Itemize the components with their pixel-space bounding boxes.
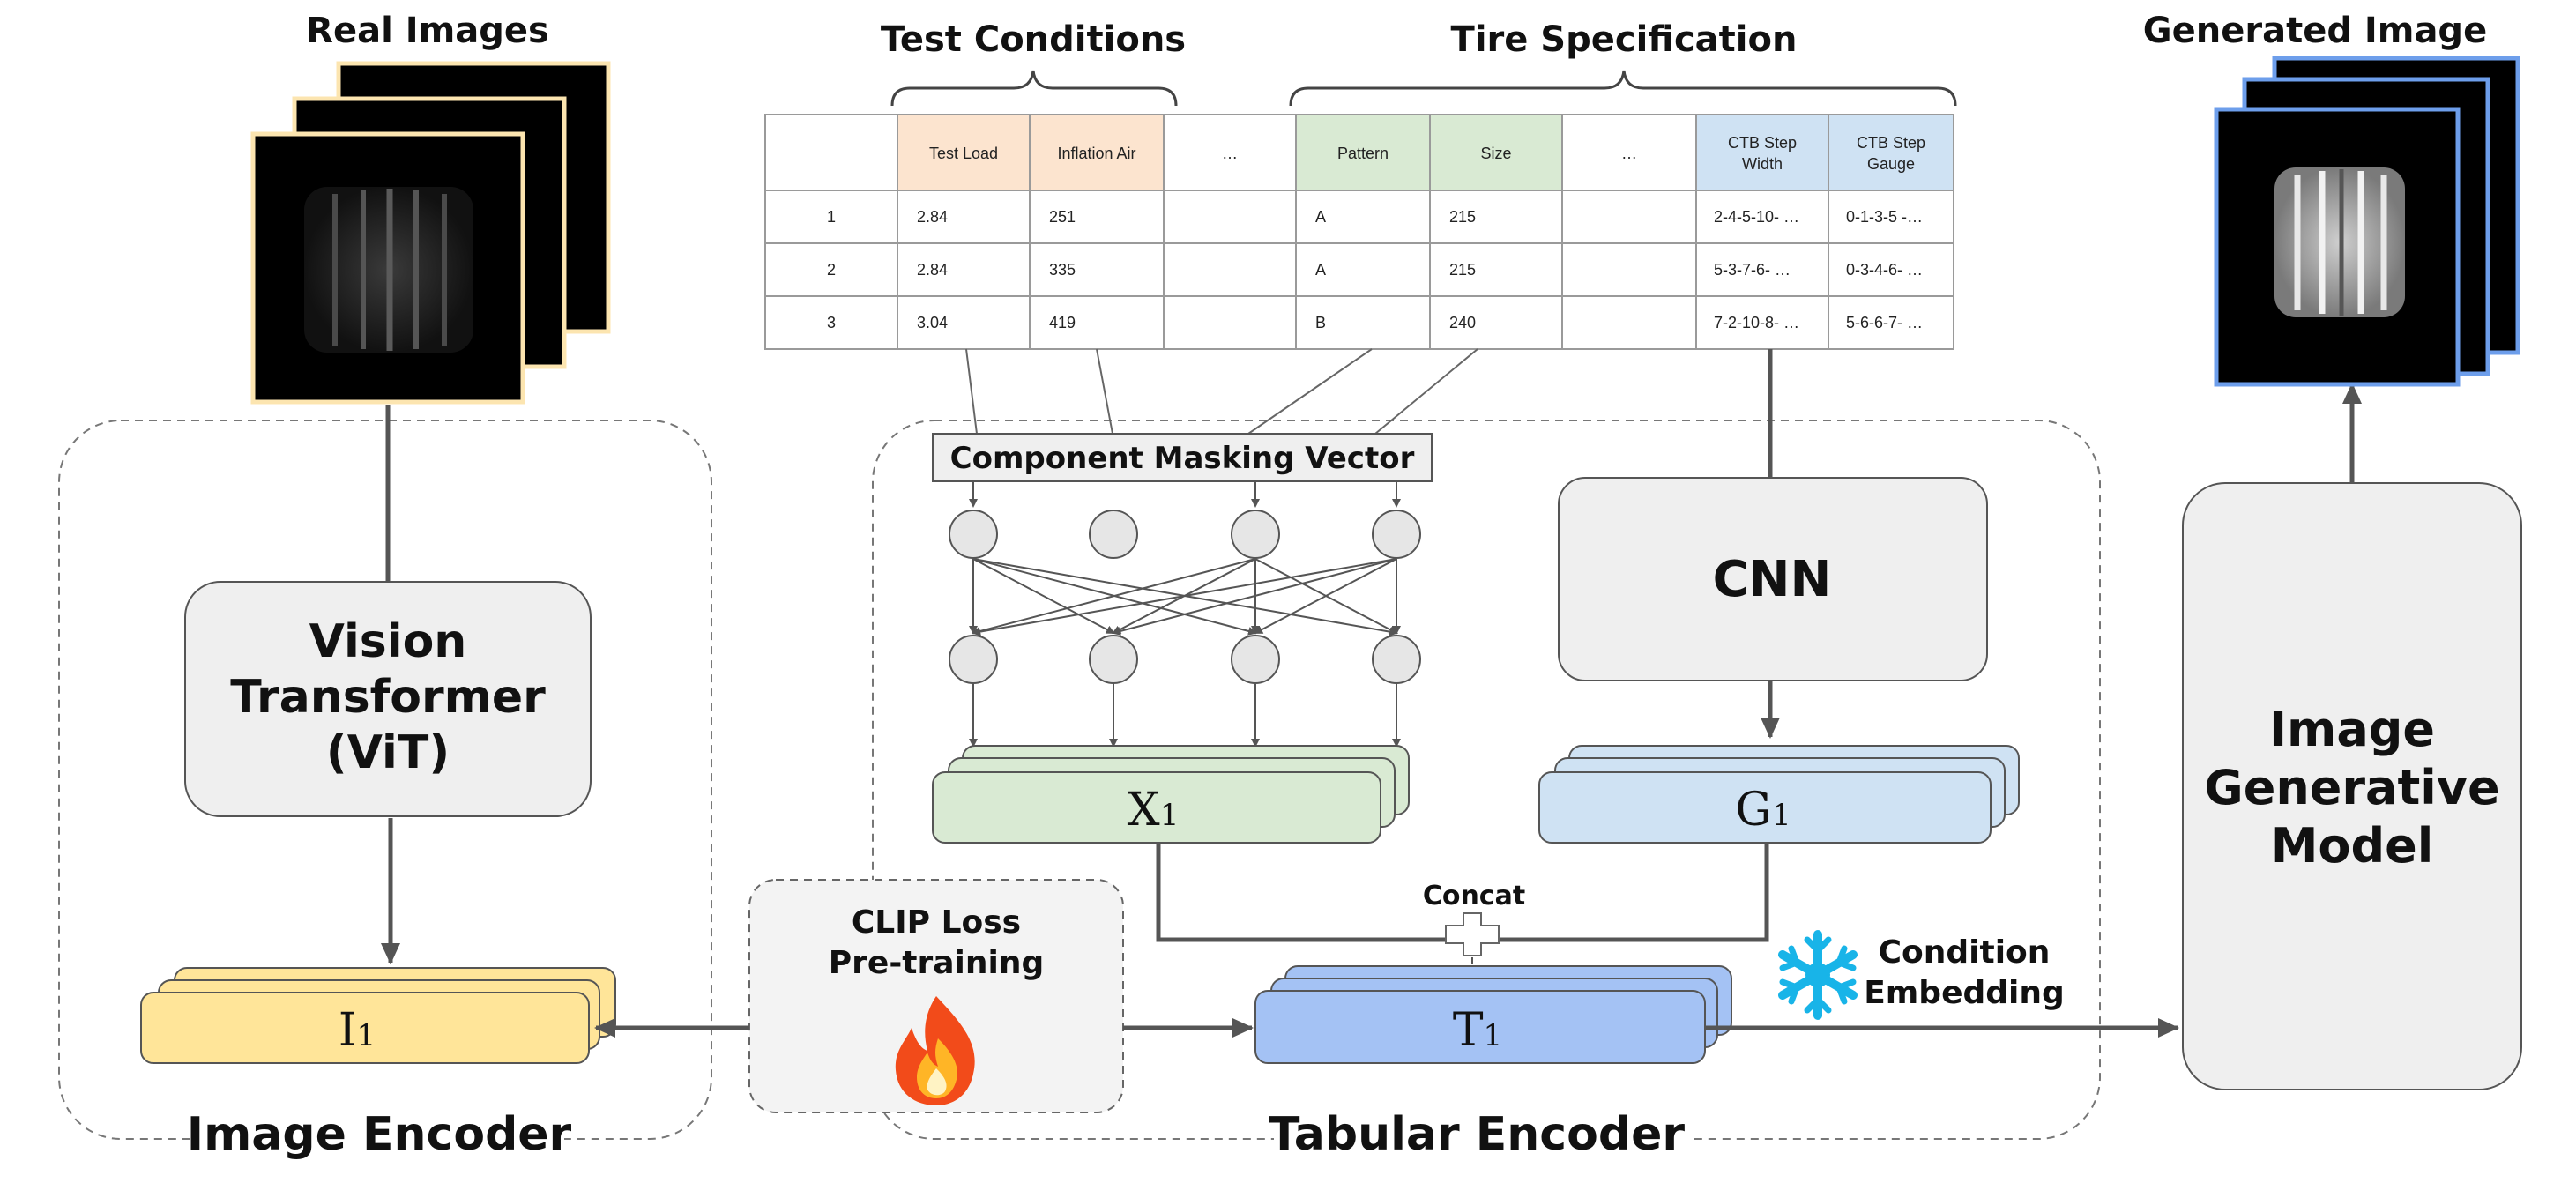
cnn-block [1558, 477, 1988, 681]
image-encoder-label: Image Encoder [187, 1108, 572, 1161]
t1-label: T [1453, 1004, 1484, 1057]
real-images-title: Real Images [306, 11, 549, 51]
tire-data-table: Test Load Inflation Air … Pattern Size …… [764, 114, 1954, 350]
svg-text:X1: X1 [1128, 784, 1180, 837]
header-ctb-width-1: CTB Step [1728, 134, 1797, 152]
i1-subscript: 1 [356, 1018, 376, 1053]
tabular-encoder-label: Tabular Encoder [1269, 1108, 1685, 1161]
neuron-in-1 [949, 510, 998, 559]
test-conditions-brace [890, 70, 1178, 107]
condition-label-line1: Condition [1879, 934, 2051, 971]
vit-label-line3: (ViT) [326, 726, 450, 779]
row3-size: 240 [1449, 314, 1476, 331]
t1-subscript: 1 [1484, 1018, 1503, 1053]
row3-ctb-width: 7-2-10-8- … [1714, 314, 1799, 331]
vit-label-line1: Vision [309, 615, 467, 668]
neuron-out-2 [1089, 635, 1138, 684]
real-images-stack [250, 61, 611, 405]
tire-spec-brace [1289, 70, 1957, 107]
header-size: Size [1480, 145, 1511, 162]
neuron-in-2 [1089, 510, 1138, 559]
component-masking-vector [932, 433, 1433, 482]
g1-subscript: 1 [1772, 798, 1791, 833]
generative-label-line2: Generative [2204, 760, 2499, 815]
row2-index: 2 [827, 261, 836, 279]
svg-text:I1: I1 [339, 1004, 376, 1057]
row1-size: 215 [1449, 208, 1476, 226]
row2-size: 215 [1449, 261, 1476, 279]
generated-image-title: Generated Image [2143, 11, 2487, 51]
condition-label-line2: Embedding [1864, 975, 2065, 1011]
clip-label-line1: CLIP Loss [852, 904, 1021, 941]
row3-test-load: 3.04 [917, 314, 948, 331]
g1-embedding-stack: G1 [1538, 745, 2020, 844]
row1-ctb-width: 2-4-5-10- … [1714, 208, 1799, 226]
neuron-in-4 [1372, 510, 1421, 559]
header-ellipsis-2: … [1621, 145, 1637, 162]
row2-test-load: 2.84 [917, 261, 948, 279]
tire-image-icon [304, 187, 473, 353]
svg-text:G1: G1 [1735, 784, 1791, 837]
cnn-label: CNN [1713, 551, 1832, 608]
test-conditions-title: Test Conditions [881, 19, 1186, 60]
row2-ctb-gauge: 0-3-4-6- … [1846, 261, 1923, 279]
i1-embedding-stack: I1 [140, 967, 616, 1064]
header-ctb-gauge-1: CTB Step [1857, 134, 1925, 152]
g1-label: G [1735, 784, 1772, 837]
row2-inflation: 335 [1049, 261, 1076, 279]
header-ctb-gauge-2: Gauge [1867, 155, 1915, 173]
vit-block [184, 581, 592, 817]
header-inflation-air: Inflation Air [1057, 145, 1135, 162]
row1-ctb-gauge: 0-1-3-5 -… [1846, 208, 1923, 226]
x1-embedding-stack: X1 [932, 745, 1410, 844]
clip-label-line2: Pre-training [829, 945, 1044, 981]
header-ellipsis-1: … [1222, 145, 1238, 162]
neuron-in-3 [1231, 510, 1280, 559]
vit-label-line2: Transformer [230, 671, 546, 724]
row3-ctb-gauge: 5-6-6-7- … [1846, 314, 1923, 331]
header-test-load: Test Load [929, 145, 998, 162]
row3-index: 3 [827, 314, 836, 331]
masking-vector-label: Component Masking Vector [950, 441, 1415, 476]
svg-text:T1: T1 [1453, 1004, 1502, 1057]
row1-pattern: A [1315, 208, 1326, 226]
generated-tire-icon [2274, 167, 2405, 317]
t1-embedding-stack: T1 [1254, 965, 1732, 1064]
row2-pattern: A [1315, 261, 1326, 279]
neuron-out-4 [1372, 635, 1421, 684]
fire-icon [895, 996, 975, 1105]
row3-pattern: B [1315, 314, 1326, 331]
generative-label-line3: Model [2271, 818, 2434, 874]
i1-label: I [339, 1004, 357, 1057]
masking-network [969, 558, 1401, 748]
row1-inflation: 251 [1049, 208, 1076, 226]
concat-label: Concat [1423, 881, 1525, 911]
generative-label-line1: Image [2269, 702, 2435, 757]
row1-test-load: 2.84 [917, 208, 948, 226]
x1-label: X [1128, 784, 1160, 837]
neuron-out-1 [949, 635, 998, 684]
generated-images-stack [2214, 56, 2520, 387]
row2-ctb-width: 5-3-7-6- … [1714, 261, 1791, 279]
x1-subscript: 1 [1160, 798, 1180, 833]
header-pattern: Pattern [1337, 145, 1389, 162]
row1-index: 1 [827, 208, 836, 226]
tire-specification-title: Tire Specification [1451, 19, 1798, 60]
header-ctb-width-2: Width [1742, 155, 1783, 173]
snowflake-icon [1778, 930, 1858, 1020]
plus-icon [1445, 912, 1500, 956]
neuron-out-3 [1231, 635, 1280, 684]
row3-inflation: 419 [1049, 314, 1076, 331]
